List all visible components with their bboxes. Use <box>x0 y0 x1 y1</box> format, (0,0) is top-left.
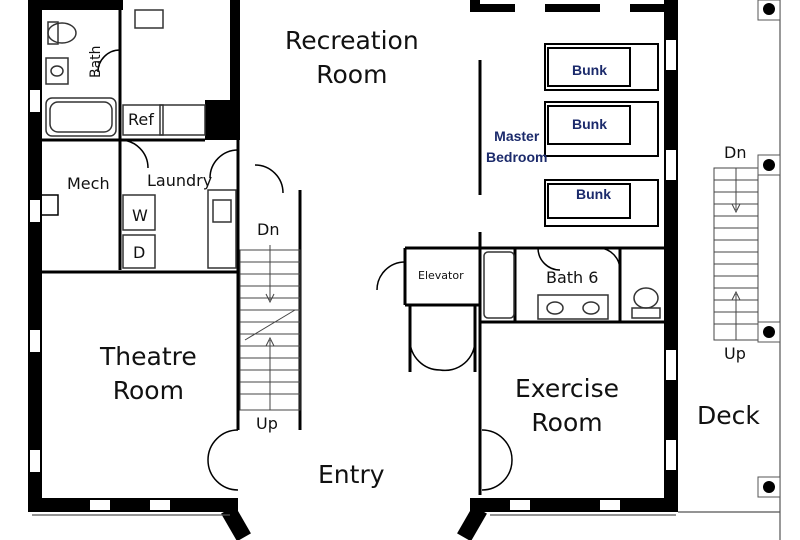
bath-6-label: Bath 6 <box>546 268 599 287</box>
stair-down-label: Dn <box>257 220 280 239</box>
entry-label: Entry <box>318 460 385 489</box>
deck-posts <box>757 0 781 498</box>
deck-stair-down-label: Dn <box>724 143 747 162</box>
washer-label: W <box>132 206 148 225</box>
bath-label: Bath <box>88 45 104 78</box>
bunk-label: Bunk <box>572 62 607 78</box>
bath-fixtures <box>45 9 661 320</box>
stair-up-label: Up <box>256 414 278 433</box>
ref-label: Ref <box>128 110 154 129</box>
door-swings <box>42 49 621 491</box>
dryer-label: D <box>133 243 146 262</box>
deck-label: Deck <box>697 401 760 430</box>
laundry-label: Laundry <box>147 171 213 190</box>
bunk-label: Bunk <box>576 186 611 202</box>
deck-railing <box>32 0 781 540</box>
window-gaps <box>30 4 676 510</box>
elevator-label: Elevator <box>418 269 464 282</box>
interior-stair <box>239 245 301 411</box>
deck-stair-up-label: Up <box>724 344 746 363</box>
bunk-label: Bunk <box>572 116 607 132</box>
deck-stair <box>713 167 759 341</box>
bunk-beds <box>544 43 659 227</box>
mech-label: Mech <box>67 174 110 193</box>
